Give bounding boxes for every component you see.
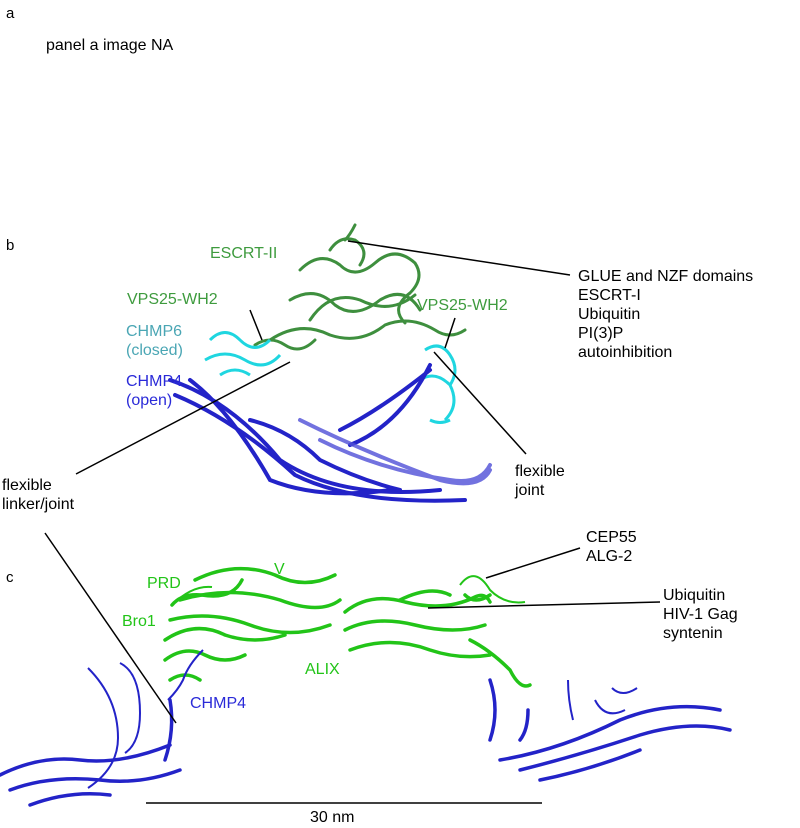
leader-lines-b bbox=[75, 240, 571, 475]
chmp6-left bbox=[204, 331, 282, 377]
leader-lines-c bbox=[44, 532, 661, 724]
bro1-label: Bro1 bbox=[122, 613, 156, 630]
v-domain-label: V bbox=[274, 561, 285, 578]
vps25-wh2-left-label: VPS25-WH2 bbox=[127, 291, 218, 308]
chmp4-open-label: CHMP4 (open) bbox=[126, 372, 182, 410]
alix-label: ALIX bbox=[305, 661, 340, 678]
alix-partners-top-list: CEP55 ALG-2 bbox=[586, 528, 637, 566]
alix-right-structure bbox=[343, 589, 532, 688]
chmp4-right-structure bbox=[488, 678, 732, 782]
vps25-wh2-right-label: VPS25-WH2 bbox=[417, 297, 508, 314]
flexible-joint-label-line: flexible bbox=[515, 463, 565, 480]
partner-item: syntenin bbox=[663, 625, 723, 642]
alix-partners-mid-list: Ubiquitin HIV-1 Gag syntenin bbox=[663, 586, 738, 643]
chmp4-light-structure bbox=[298, 418, 492, 486]
chmp6-label-line: CHMP6 bbox=[126, 323, 183, 340]
chmp4-left-tails bbox=[87, 649, 204, 789]
chmp6-label-line: (closed) bbox=[126, 342, 183, 359]
interactor-item: PI(3)P bbox=[578, 325, 624, 342]
panel-a-letter: a bbox=[6, 5, 15, 22]
flexible-joint-label: flexible joint bbox=[515, 462, 565, 500]
panel-c-letter: c bbox=[6, 569, 14, 586]
flexible-joint-label-line: joint bbox=[515, 482, 545, 499]
interactor-item: Ubiquitin bbox=[578, 306, 641, 323]
flexible-linker-label-line: flexible bbox=[2, 477, 52, 494]
chmp4-right-tails bbox=[567, 679, 638, 721]
escrt2-label: ESCRT-II bbox=[210, 245, 278, 262]
panel-a-placeholder: panel a image NA bbox=[46, 37, 174, 54]
chmp4-label: CHMP4 bbox=[190, 695, 247, 712]
escrt2-interactors-list: GLUE and NZF domains ESCRT-I Ubiquitin P… bbox=[578, 267, 753, 362]
escrt2-structure bbox=[253, 223, 467, 351]
partner-item: ALG-2 bbox=[586, 548, 633, 565]
chmp4-open-label-line: CHMP4 bbox=[126, 373, 183, 390]
panel-b-letter: b bbox=[6, 237, 15, 254]
chmp6-right bbox=[419, 344, 457, 424]
interactor-item: autoinhibition bbox=[578, 344, 673, 361]
alix-prd-tails bbox=[171, 575, 526, 606]
alix-left-structure bbox=[163, 566, 342, 682]
interactor-item: ESCRT-I bbox=[578, 287, 641, 304]
interactor-item: GLUE and NZF domains bbox=[578, 268, 754, 285]
chmp6-label: CHMP6 (closed) bbox=[126, 322, 183, 360]
chmp4-open-structure bbox=[168, 363, 467, 503]
partner-item: CEP55 bbox=[586, 529, 637, 546]
scale-bar-label: 30 nm bbox=[310, 809, 355, 826]
partner-item: HIV-1 Gag bbox=[663, 606, 738, 623]
chmp4-open-label-line: (open) bbox=[126, 392, 173, 409]
prd-label: PRD bbox=[147, 575, 181, 592]
flexible-linker-label-line: linker/joint bbox=[2, 496, 75, 513]
partner-item: Ubiquitin bbox=[663, 587, 726, 604]
flexible-linker-label: flexible linker/joint bbox=[2, 476, 74, 514]
chmp4-left-structure bbox=[0, 698, 182, 807]
